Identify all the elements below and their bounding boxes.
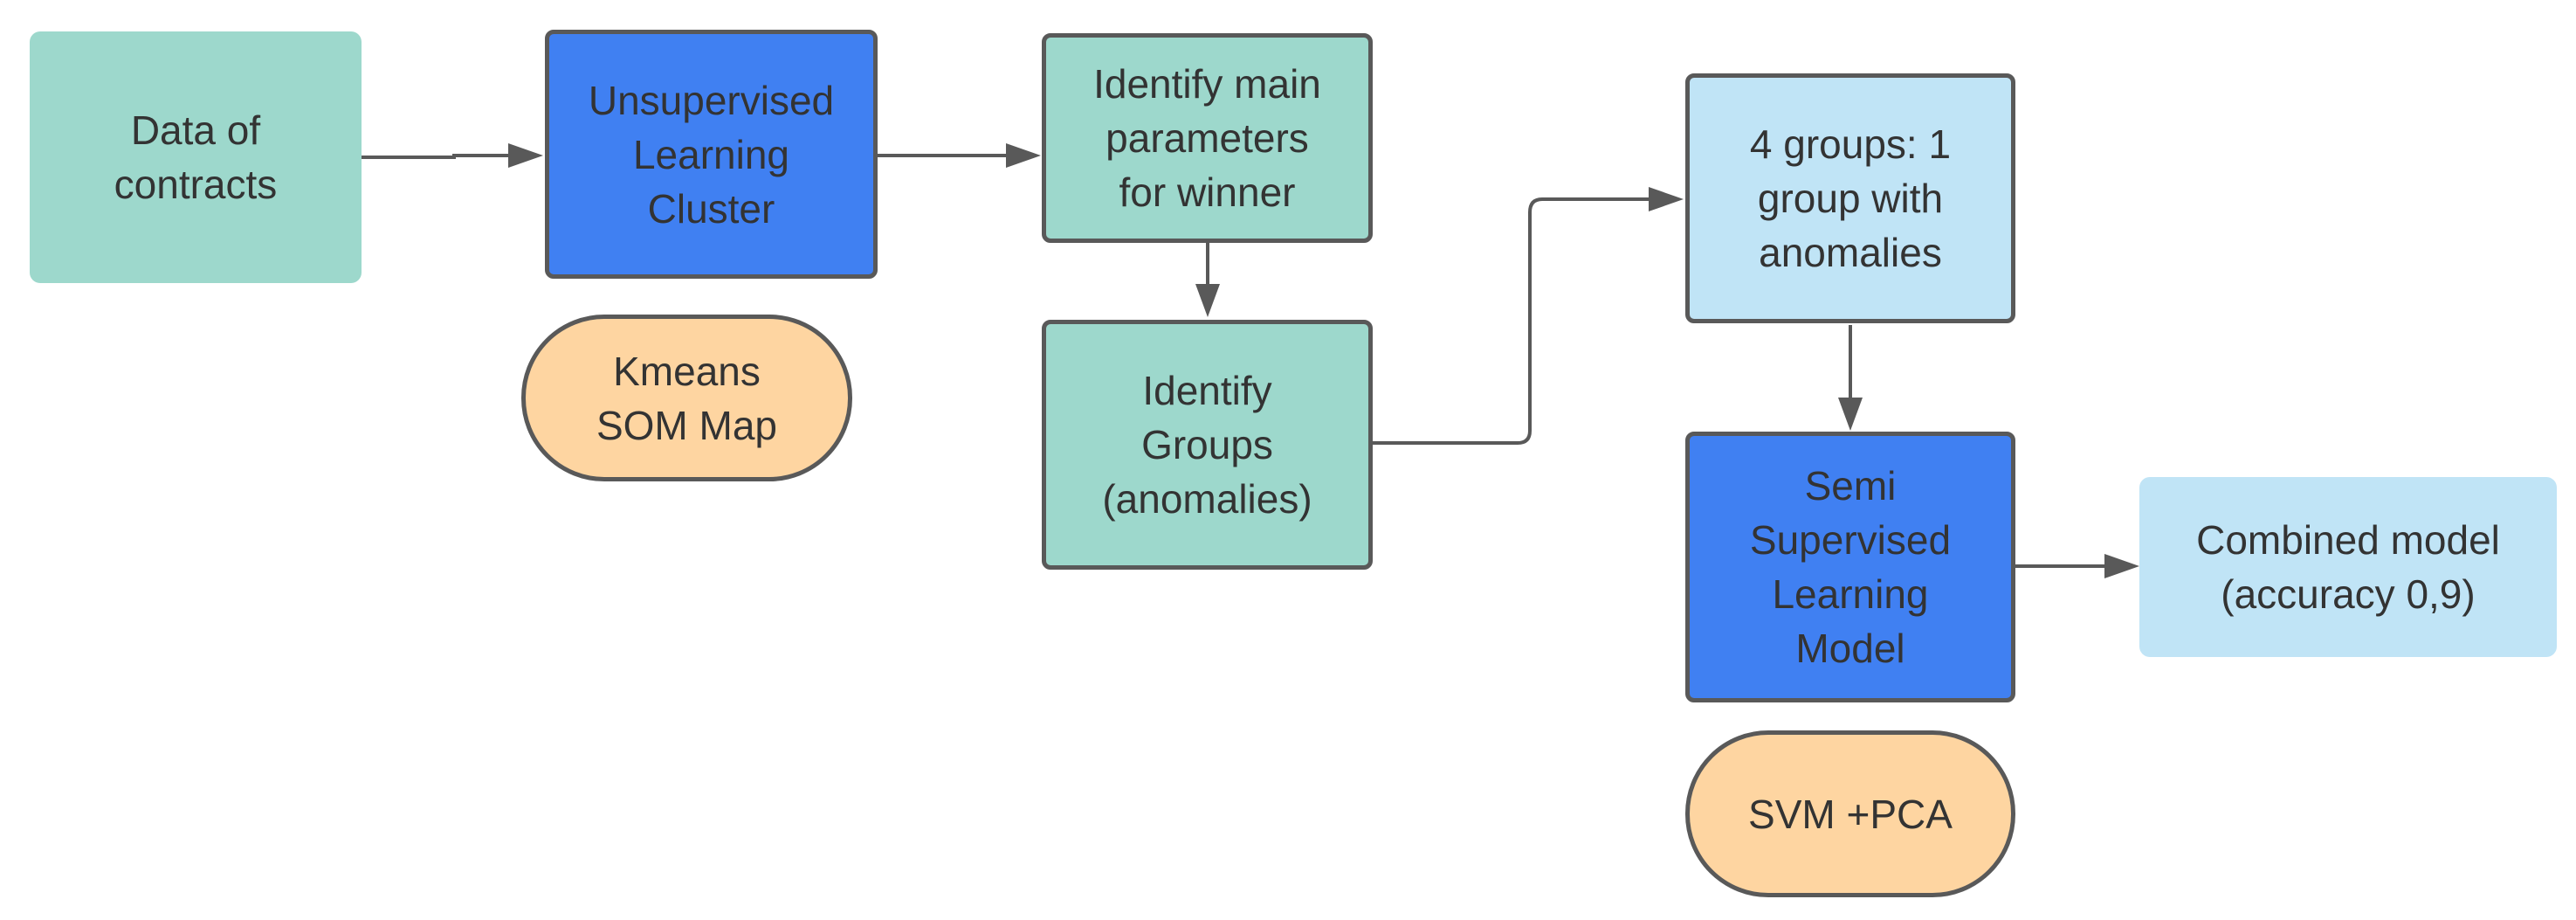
node-identify-groups: Identify Groups (anomalies)	[1042, 320, 1373, 570]
arrowhead-four-groups-to-semi	[1838, 398, 1863, 431]
arrowhead-params-to-groups	[1195, 284, 1220, 317]
arrow-data-to-unsupervised	[362, 154, 508, 159]
arrowhead-unsupervised-to-params	[1006, 143, 1041, 168]
node-kmeans-som-map: Kmeans SOM Map	[521, 315, 852, 481]
node-data-of-contracts: Data of contracts	[30, 31, 362, 283]
arrowhead-data-to-unsupervised	[508, 143, 543, 168]
node-semi-supervised-learning-model: Semi Supervised Learning Model	[1685, 432, 2015, 702]
arrowhead-groups-to-four-groups	[1649, 187, 1684, 211]
arrowhead-semi-to-combined	[2104, 554, 2139, 578]
node-identify-main-parameters: Identify main parameters for winner	[1042, 33, 1373, 243]
arrow-groups-to-four-groups	[1373, 197, 1649, 445]
node-combined-model: Combined model (accuracy 0,9)	[2139, 477, 2557, 657]
node-four-groups: 4 groups: 1 group with anomalies	[1685, 73, 2015, 323]
node-unsupervised-learning-cluster: Unsupervised Learning Cluster	[545, 30, 878, 279]
node-svm-pca: SVM +PCA	[1685, 730, 2015, 897]
